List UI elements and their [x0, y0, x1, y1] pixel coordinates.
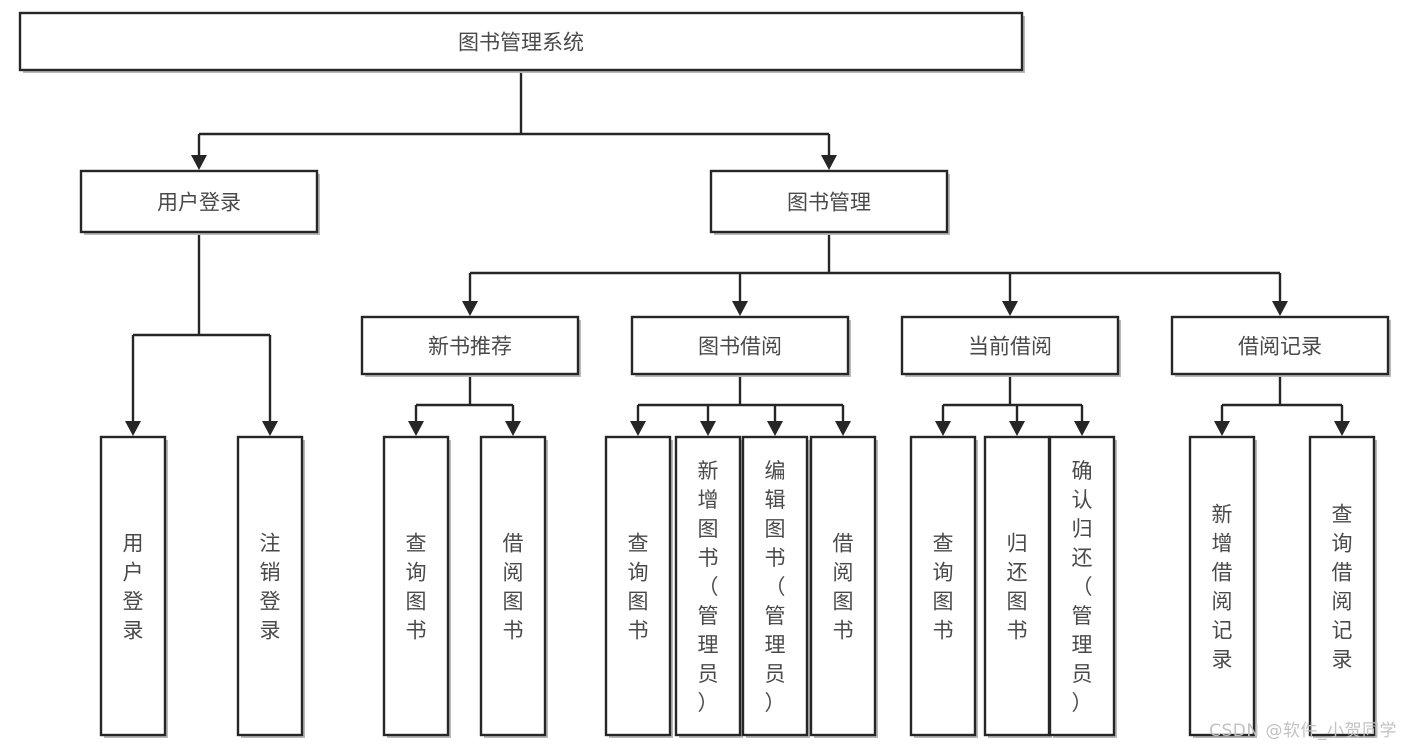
node-label: 图书借阅 [698, 335, 782, 359]
node-label: 归还图书 [1007, 532, 1028, 643]
node-leaf-add-record[interactable]: 新增借阅记录 [1188, 435, 1257, 738]
connector-current-borrow-bus [935, 374, 1090, 436]
node-label: 新书推荐 [428, 335, 512, 359]
node-leaf-add-book[interactable]: 新增图书（管理员） [674, 435, 743, 738]
node-label: 新增图书（管理员） [698, 459, 719, 715]
node-root[interactable]: 图书管理系统 [18, 11, 1025, 73]
node-label: 查询图书 [933, 532, 954, 643]
connector-book-manage-bus [462, 232, 1288, 316]
node-label: 借阅图书 [503, 532, 524, 643]
node-leaf-return-book[interactable]: 归还图书 [983, 435, 1052, 738]
node-user-login[interactable]: 用户登录 [79, 169, 320, 235]
node-book-manage[interactable]: 图书管理 [709, 169, 950, 235]
node-leaf-query-book-bb[interactable]: 查询图书 [604, 435, 673, 738]
connector-book-borrow-bus [630, 374, 851, 436]
node-leaf-query-book-cb[interactable]: 查询图书 [909, 435, 978, 738]
node-label: 用户登录 [123, 532, 144, 643]
node-label: 编辑图书（管理员） [765, 459, 786, 715]
node-leaf-edit-book[interactable]: 编辑图书（管理员） [741, 435, 810, 738]
node-leaf-query-book-rec[interactable]: 查询图书 [382, 435, 451, 738]
connector-user-login-bus [125, 232, 278, 436]
connector-root-bus [191, 70, 837, 170]
node-borrow-record[interactable]: 借阅记录 [1170, 315, 1391, 377]
node-label: 查询图书 [406, 532, 427, 643]
node-label: 图书管理系统 [458, 31, 584, 55]
node-label: 新增借阅记录 [1212, 503, 1233, 672]
node-label: 查询图书 [628, 532, 649, 643]
node-label: 确认归还（管理员） [1072, 459, 1093, 715]
node-leaf-user-login[interactable]: 用户登录 [99, 435, 168, 738]
node-label: 用户登录 [157, 191, 241, 215]
node-label: 图书管理 [787, 191, 871, 215]
node-leaf-user-logout[interactable]: 注销登录 [236, 435, 305, 738]
node-leaf-borrow-book-rec[interactable]: 借阅图书 [479, 435, 548, 738]
node-book-borrow[interactable]: 图书借阅 [630, 315, 851, 377]
node-label: 借阅图书 [833, 532, 854, 643]
connector-borrow-record-bus [1214, 374, 1350, 436]
node-leaf-query-record[interactable]: 查询借阅记录 [1308, 435, 1377, 738]
connector-new-book-rec-bus [408, 374, 521, 436]
node-label: 注销登录 [260, 532, 281, 643]
node-label: 查询借阅记录 [1332, 503, 1353, 672]
node-leaf-confirm-return[interactable]: 确认归还（管理员） [1048, 435, 1117, 738]
node-new-book-rec[interactable]: 新书推荐 [360, 315, 581, 377]
node-leaf-borrow-book-bb[interactable]: 借阅图书 [809, 435, 878, 738]
node-label: 借阅记录 [1238, 335, 1322, 359]
node-current-borrow[interactable]: 当前借阅 [900, 315, 1121, 377]
node-label: 当前借阅 [968, 335, 1052, 359]
